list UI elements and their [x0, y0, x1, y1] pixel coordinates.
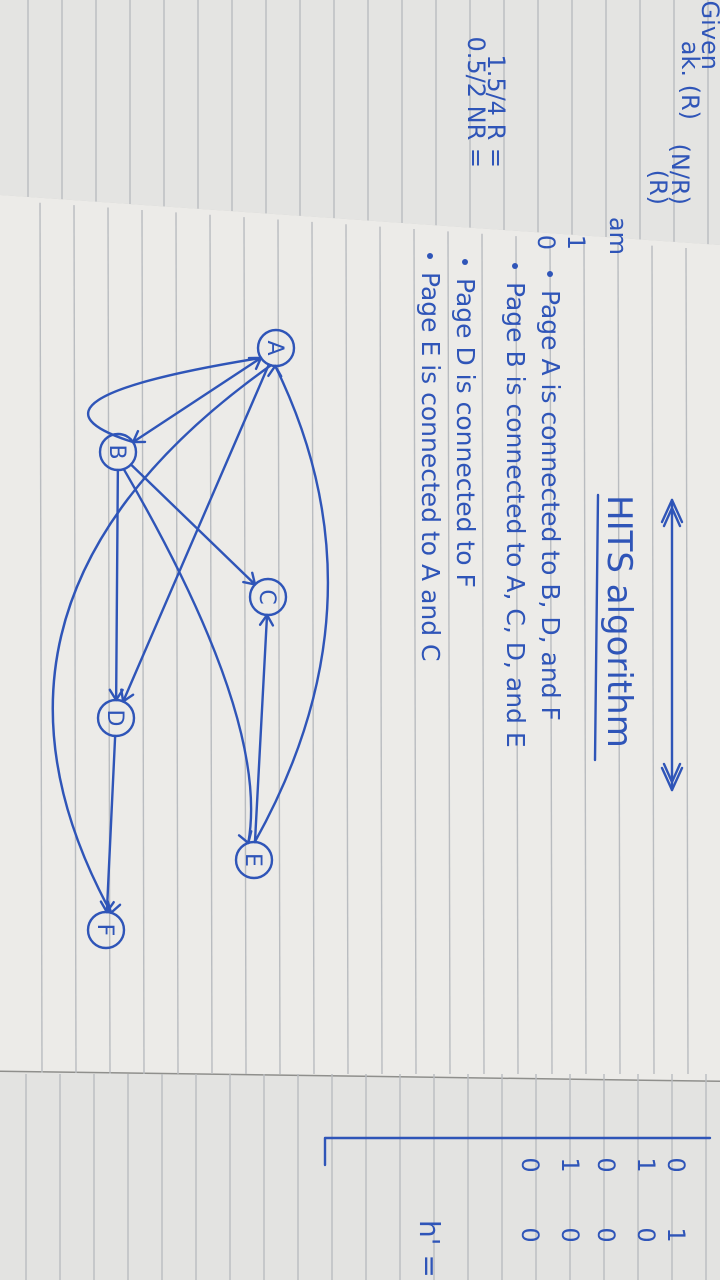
margin-arrow-right-head: [660, 762, 684, 792]
ruled-line: [39, 202, 43, 1075]
edge-E-A: [253, 364, 330, 844]
node-label-b: B: [104, 444, 129, 459]
matrix-cell: 0: [632, 1227, 660, 1242]
bullet-dot: [427, 253, 433, 259]
ruled-line: [685, 248, 689, 1075]
node-a: [256, 328, 296, 368]
bullet-list: Page A is connected to B, D, and F Page …: [416, 253, 565, 748]
main-page: [0, 195, 720, 1084]
node-e: [234, 840, 274, 880]
matrix-cell: 1: [632, 1157, 660, 1172]
top-fragment: 0.5/2 NR =: [462, 36, 490, 168]
ruled-line: [617, 243, 621, 1075]
top-fragment: (R): [644, 170, 672, 205]
node-c: [248, 577, 288, 617]
ruled-line: [379, 226, 383, 1075]
ruled-line: [515, 236, 519, 1075]
top-fragment: 1.5/4 R =: [482, 54, 510, 168]
bullet-2: Page B is connected to A, C, D, and E: [501, 282, 530, 748]
bullet-dot: [547, 271, 553, 277]
main-content: HITS algorithm Page A is connected to B,…: [51, 253, 684, 950]
matrix-bracket: [323, 1136, 712, 1167]
bullet-1: Page A is connected to B, D, and F: [536, 290, 565, 721]
matrix-cell: 1: [556, 1157, 584, 1172]
page-title: HITS algorithm: [599, 495, 639, 748]
top-fragment: 1: [562, 235, 590, 250]
ruled-line: [413, 228, 417, 1075]
arrowhead-B-E: [237, 830, 253, 845]
matrix-cell: 0: [592, 1227, 620, 1242]
edge-A-B: [131, 356, 263, 444]
arrowhead-E-A: [267, 364, 283, 378]
margin-arrow-left-head: [660, 498, 684, 528]
node-label-f: F: [92, 924, 117, 937]
arrowhead-B-C: [242, 571, 257, 586]
node-d: [96, 698, 136, 738]
node-label-e: E: [240, 853, 265, 867]
matrix-cell: 1: [662, 1227, 690, 1242]
node-b: [98, 432, 138, 472]
top-fragment: 0: [532, 235, 560, 250]
edge-A-F: [51, 364, 273, 914]
arrowhead-E-C: [258, 613, 275, 627]
edge-B-C: [129, 463, 257, 586]
top-fragment: Given: [696, 1, 720, 70]
hub-equation: h' = P.: [413, 1220, 446, 1280]
ruled-line: [481, 233, 485, 1075]
bullet-3: Page D is connected to F: [451, 278, 480, 588]
top-fragment: am: [604, 217, 632, 255]
edge-A-D: [121, 363, 271, 703]
node-label-d: D: [102, 710, 127, 727]
ruled-line: [549, 238, 553, 1075]
title-underline: [593, 493, 600, 762]
bullet-dot: [462, 259, 468, 265]
top-fragment: ak. (R): [676, 41, 704, 120]
node-label-a: A: [262, 340, 287, 355]
ruled-line: [447, 231, 451, 1075]
ruled-line: [277, 219, 281, 1075]
edge-E-C: [253, 613, 269, 844]
top-fragment: (N/R): [666, 144, 694, 205]
ruled-line: [73, 205, 77, 1075]
bullet-4: Page E is connected to A and C: [416, 272, 445, 662]
edge-B-A: [86, 356, 263, 444]
arrowhead-D-F: [99, 900, 115, 914]
ruled-line: [107, 207, 111, 1075]
ruled-line: [175, 212, 179, 1075]
edge-D-F: [105, 734, 117, 914]
ruled-line: [345, 224, 349, 1075]
matrix-cell: 0: [516, 1227, 544, 1242]
edge-B-E: [122, 467, 253, 845]
arrowhead-B-D: [108, 688, 124, 702]
top-page: [0, 0, 720, 245]
matrix-cell: 0: [516, 1157, 544, 1172]
matrix-cell: 0: [556, 1227, 584, 1242]
ruled-line: [583, 240, 587, 1075]
ruled-line: [311, 221, 315, 1075]
edge-B-D: [114, 468, 120, 702]
ruled-line: [141, 209, 145, 1075]
node-f: [86, 910, 126, 950]
bottom-page: [0, 1072, 720, 1280]
arrowhead-B-A: [247, 356, 263, 371]
arrowhead-A-B: [131, 429, 147, 444]
link-graph: A B C D E F: [51, 328, 330, 950]
matrix-cell: 0: [592, 1157, 620, 1172]
matrix-cell: 0: [662, 1157, 690, 1172]
node-label-c: C: [254, 589, 279, 604]
bullet-dot: [512, 263, 518, 269]
ruled-line: [651, 245, 655, 1075]
